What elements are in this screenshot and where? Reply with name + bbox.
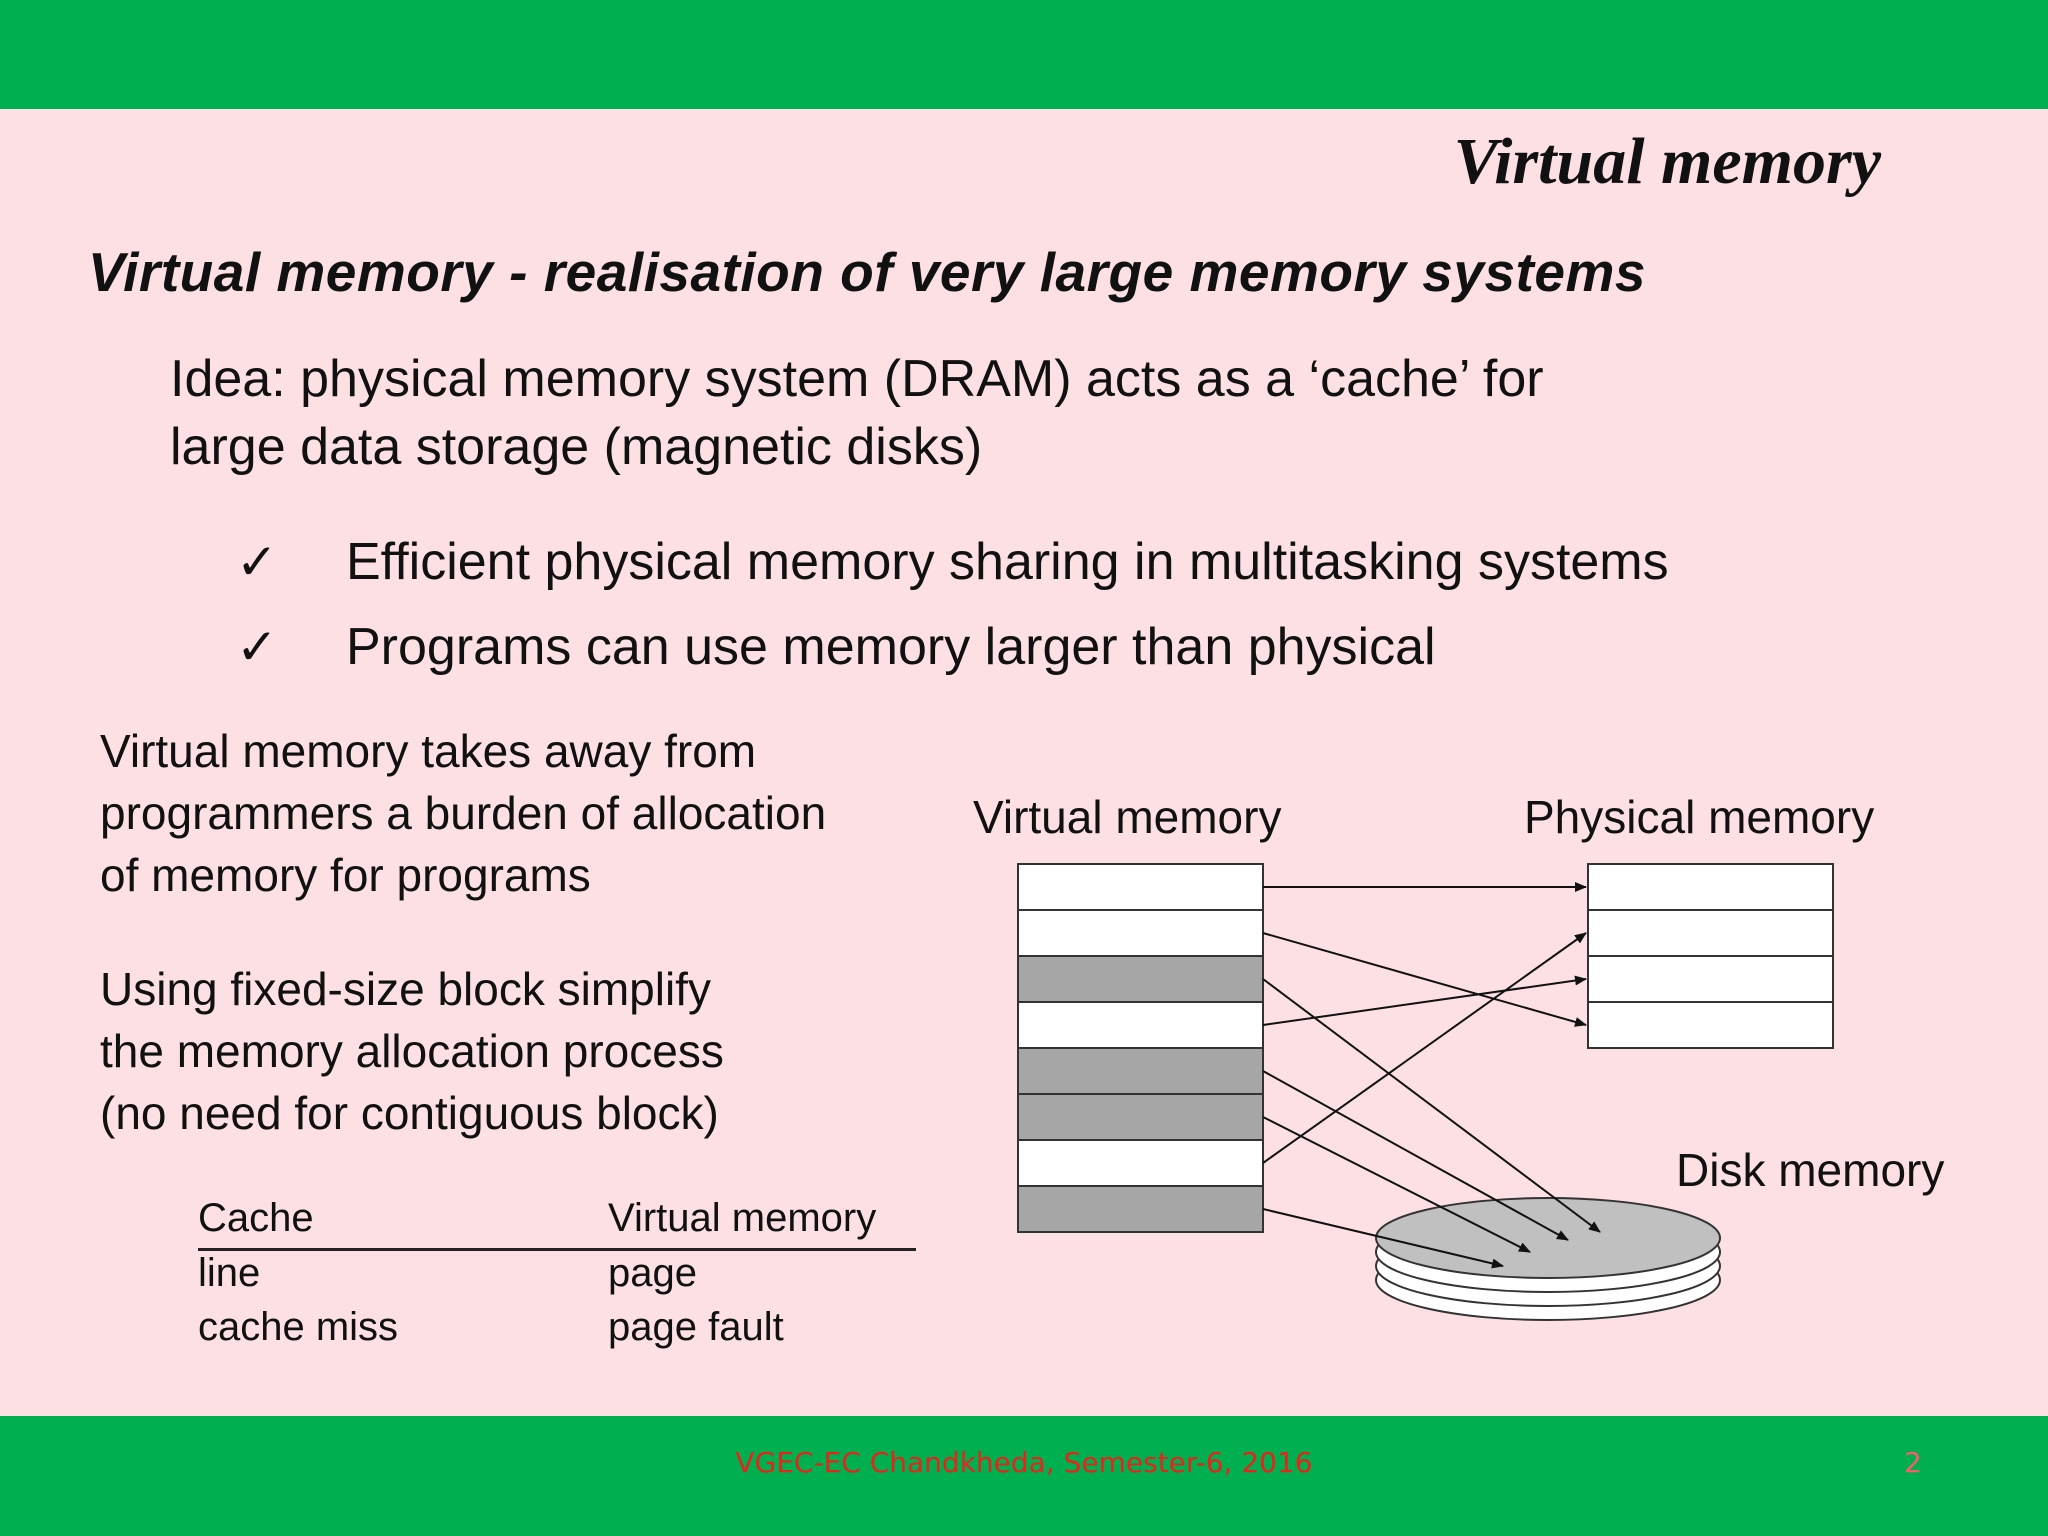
header-cache: Cache [198, 1196, 314, 1240]
bottom-band [0, 1416, 2048, 1536]
virtual-memory-label: Virtual memory [973, 791, 1282, 843]
virtual-memory-block [1017, 863, 1264, 1233]
virtual-page-resident [1017, 1001, 1264, 1049]
bullet-text: Efficient physical memory sharing in mul… [346, 533, 1669, 591]
footer-text: VGEC-EC Chandkheda, Semester-6, 2016 [735, 1446, 1313, 1479]
virtual-page-resident [1017, 863, 1264, 911]
cell-cache: cache miss [198, 1305, 399, 1349]
slide-heading: Virtual memory - realisation of very lar… [88, 241, 1646, 303]
paragraph-line: of memory for programs [100, 849, 591, 901]
physical-frame [1587, 909, 1834, 957]
comparison-row: line page [198, 1251, 916, 1305]
disk-stack [1375, 1197, 1721, 1321]
top-band [0, 0, 2048, 109]
paragraph-line: Virtual memory takes away from [100, 725, 757, 777]
mapping-arrow [1262, 978, 1601, 1233]
virtual-page-on-disk [1017, 1185, 1264, 1233]
virtual-page-on-disk [1017, 1093, 1264, 1141]
mapping-arrow [1262, 1208, 1504, 1269]
idea-line-2: large data storage (magnetic disks) [170, 418, 983, 476]
comparison-header: Cache Virtual memory [198, 1196, 916, 1251]
page-number: 2 [1904, 1446, 1922, 1479]
physical-frame [1587, 863, 1834, 911]
mapping-arrow [1262, 1070, 1569, 1241]
paragraph-line: Using fixed-size block simplify [100, 963, 711, 1015]
checkmark-icon: ✓ [236, 618, 278, 676]
virtual-page-on-disk [1017, 1047, 1264, 1095]
cell-virtual-memory: page [608, 1251, 697, 1295]
idea-line-1: Idea: physical memory system (DRAM) acts… [170, 350, 1544, 408]
bullet-item: ✓ Efficient physical memory sharing in mu… [236, 532, 1669, 592]
bullet-item: ✓ Programs can use memory larger than phy… [236, 617, 1436, 677]
physical-frame [1587, 1001, 1834, 1049]
header-virtual-memory: Virtual memory [608, 1196, 877, 1240]
mapping-arrows [1262, 882, 1601, 1269]
physical-memory-label: Physical memory [1524, 791, 1875, 843]
cell-virtual-memory: page fault [608, 1305, 784, 1349]
section-title: Virtual memory [1453, 125, 1881, 198]
paragraph-burden: Virtual memory takes away from programme… [100, 720, 826, 906]
idea-text: Idea: physical memory system (DRAM) acts… [170, 345, 1544, 481]
mapping-arrow [1262, 932, 1587, 1164]
mapping-arrow [1262, 1116, 1531, 1253]
paragraph-line: programmers a burden of allocation [100, 787, 827, 839]
virtual-page-resident [1017, 1139, 1264, 1187]
comparison-table: Cache Virtual memory line page cache mis… [198, 1196, 916, 1359]
paragraph-line: the memory allocation process [100, 1025, 724, 1077]
disk-platter [1375, 1197, 1721, 1279]
paragraph-line: (no need for contiguous block) [100, 1087, 719, 1139]
disk-memory-label: Disk memory [1676, 1144, 1945, 1196]
checkmark-icon: ✓ [236, 533, 278, 591]
cell-cache: line [198, 1251, 261, 1295]
virtual-page-on-disk [1017, 955, 1264, 1003]
comparison-row: cache miss page fault [198, 1305, 916, 1359]
physical-frame [1587, 955, 1834, 1003]
virtual-page-resident [1017, 909, 1264, 957]
paragraph-fixed-size: Using fixed-size block simplify the memo… [100, 958, 724, 1144]
mapping-arrow [1262, 975, 1587, 1026]
bullet-text: Programs can use memory larger than phys… [346, 618, 1436, 676]
physical-memory-block [1587, 863, 1834, 1049]
mapping-arrow [1262, 932, 1587, 1027]
